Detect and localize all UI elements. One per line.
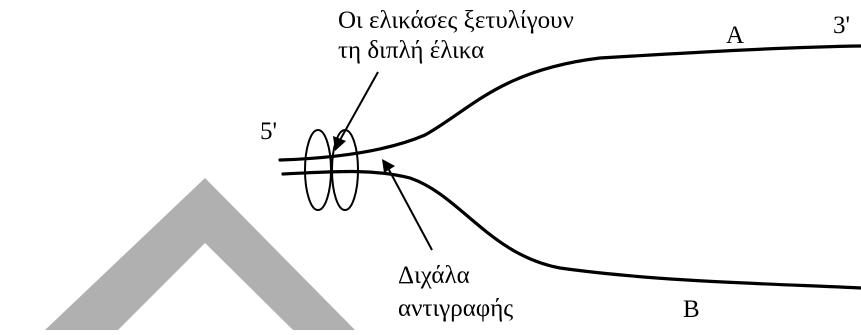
strand-a-label: A [726,22,744,49]
fork-label-line-1: Διχάλα [398,262,470,289]
three-prime-label: 3' [833,12,850,39]
helicase-label-line-2: τη διπλή έλικα [338,37,484,64]
helicase-ring-1 [305,130,331,210]
watermark-chevron [45,178,355,330]
five-prime-label: 5' [260,118,277,145]
fork-label-line-2: αντιγραφής [398,295,513,322]
strand-b [283,172,861,289]
strand-b-label: B [683,296,700,323]
fork-arrow [388,168,432,250]
helicase-arrow [340,72,378,140]
helicase-arrowhead [333,136,346,151]
helicase-label-line-1: Οι ελικάσες ξετυλίγουν [338,7,574,34]
